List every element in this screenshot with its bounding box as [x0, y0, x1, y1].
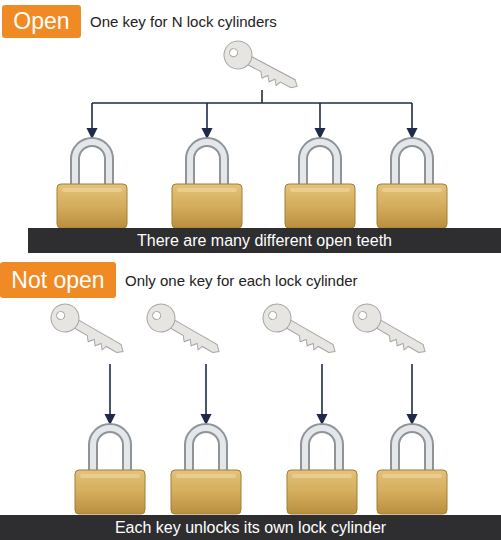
key-icon	[142, 299, 226, 364]
padlock-icon	[287, 428, 357, 514]
key-icon	[258, 299, 342, 364]
section-badge: Open	[2, 5, 81, 38]
padlock-icon	[171, 428, 241, 514]
key-arrows	[110, 364, 412, 424]
section-badge: Not open	[0, 262, 116, 298]
key-icon	[219, 36, 304, 99]
padlock-icon	[172, 142, 242, 228]
key-icon	[46, 299, 130, 364]
branch-arrows	[92, 90, 412, 138]
padlock-icon	[377, 428, 447, 514]
padlock-icon	[75, 428, 145, 514]
section-description: Only one key for each lock cylinder	[125, 272, 358, 289]
band-text: Each key unlocks its own lock cylinder	[115, 519, 386, 537]
band-text: There are many different open teeth	[137, 232, 392, 250]
padlock-icon	[57, 142, 127, 228]
section-description: One key for N lock cylinders	[90, 13, 277, 30]
badge-text: Open	[13, 8, 69, 35]
padlock-icon	[377, 142, 447, 228]
key-icon	[348, 299, 432, 364]
caption-band: Each key unlocks its own lock cylinder	[0, 515, 501, 540]
badge-text: Not open	[11, 267, 104, 294]
caption-band: There are many different open teeth	[28, 228, 501, 253]
padlock-icon	[285, 142, 355, 228]
